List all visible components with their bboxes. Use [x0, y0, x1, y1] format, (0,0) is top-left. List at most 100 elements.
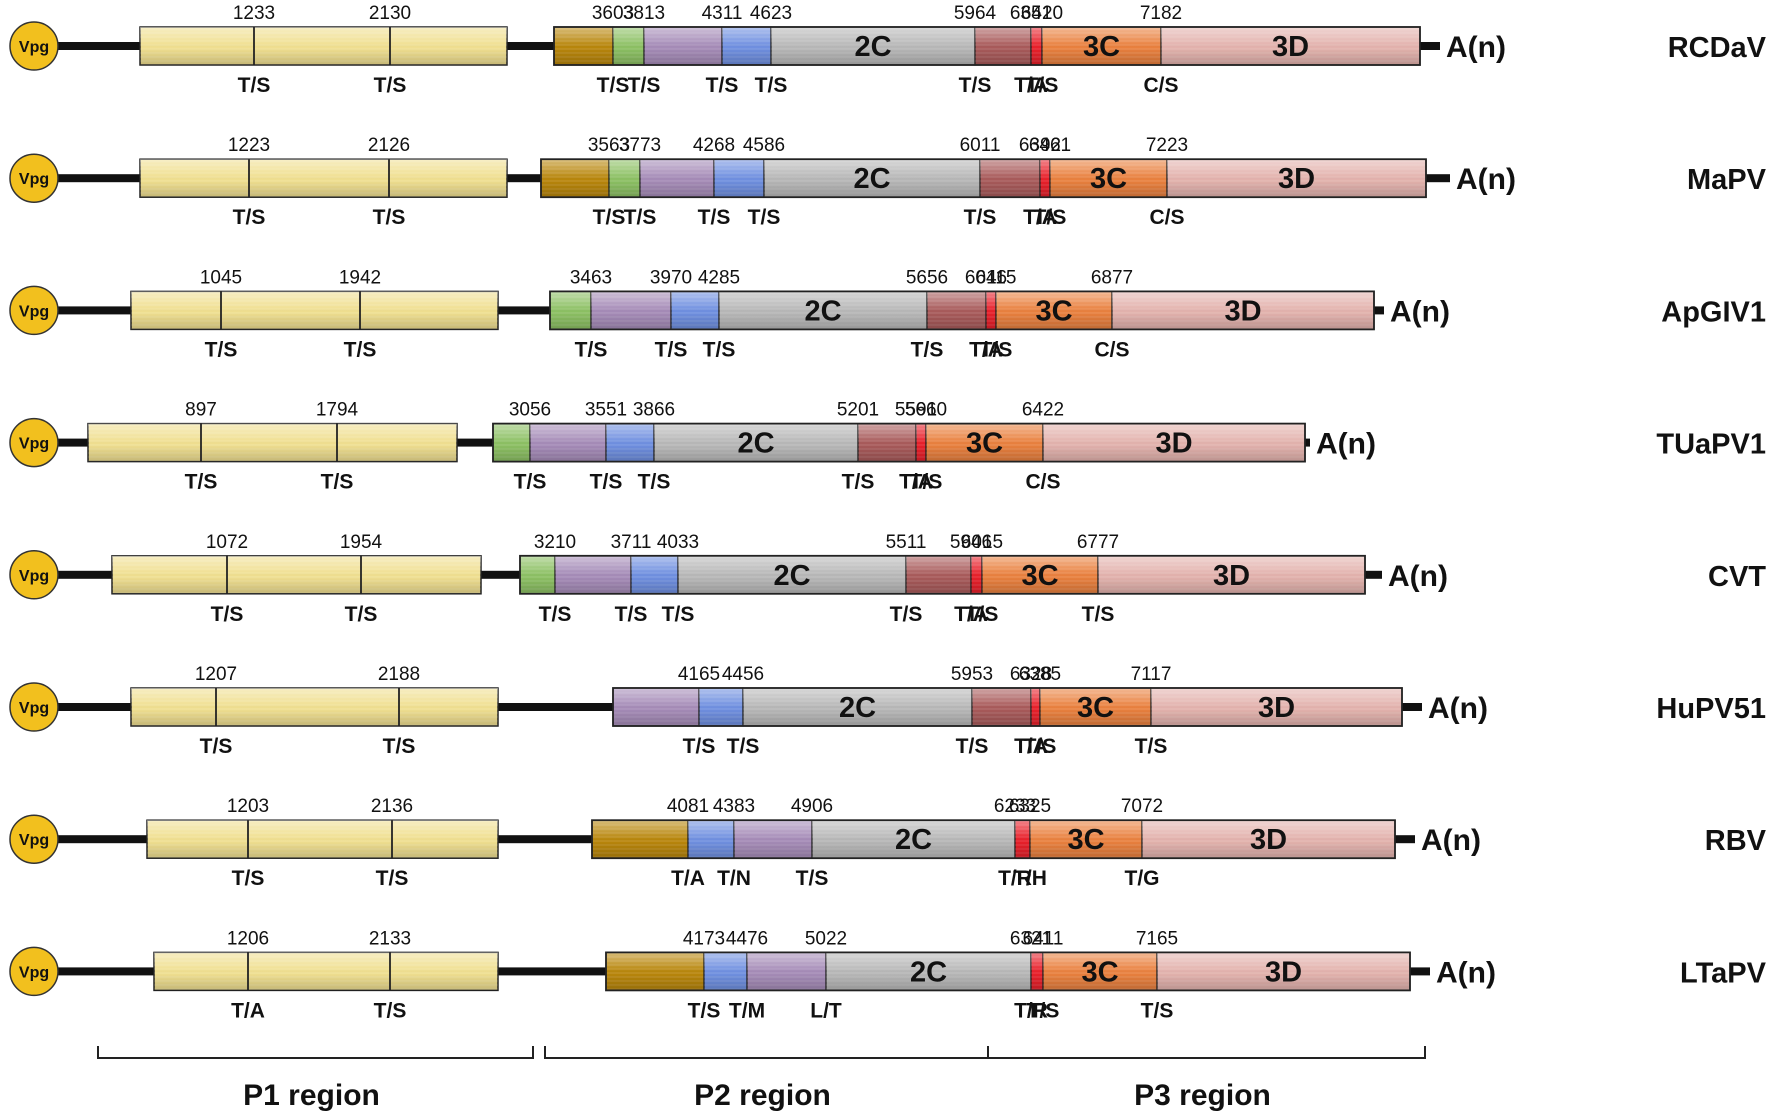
- nucleotide-position: 4081: [667, 796, 709, 817]
- segment-blue: [698, 687, 744, 727]
- segment-maroon: [979, 158, 1041, 198]
- segment-blue: [630, 555, 679, 595]
- cleavage-dipeptide: T/S: [755, 74, 788, 97]
- protein-label: 3D: [1258, 692, 1295, 724]
- segment-gray-2C: 2C: [677, 555, 907, 595]
- p2-p3-polyprotein: 2C 3C 3D: [492, 422, 1306, 463]
- vpg-protein: Vpg: [9, 814, 59, 864]
- segment-small-green: [519, 555, 556, 595]
- cleavage-dipeptide: T/S: [959, 74, 992, 97]
- nucleotide-position: 3773: [619, 135, 661, 156]
- protein-label: 3D: [1265, 956, 1302, 988]
- nucleotide-position: 6385: [1019, 664, 1061, 685]
- cleavage-dipeptide: T/N: [717, 867, 751, 890]
- segment-small-green: [549, 290, 592, 330]
- segment-blue: [721, 26, 772, 66]
- cleavage-dipeptide: T/S: [373, 206, 406, 229]
- segment-pink-3D: 3D: [1156, 951, 1411, 992]
- cleavage-dipeptide: T/S: [956, 735, 989, 758]
- cleavage-dipeptide: T/S: [727, 735, 760, 758]
- polya-tail-label: A(n): [1388, 560, 1448, 593]
- cleavage-dipeptide: T/S: [232, 867, 265, 890]
- cleavage-dipeptide: T/S: [964, 206, 997, 229]
- cleavage-dipeptide: T/A: [899, 471, 933, 494]
- cleavage-dipeptide: T/S: [383, 735, 416, 758]
- nucleotide-position: 4285: [698, 267, 740, 288]
- vpg-protein: Vpg: [9, 682, 59, 732]
- nucleotide-position: 7072: [1121, 796, 1163, 817]
- cleavage-dipeptide: T/S: [200, 735, 233, 758]
- polya-tail-label: A(n): [1446, 31, 1506, 64]
- vpg-protein: Vpg: [9, 21, 59, 71]
- protein-label: 3D: [1278, 163, 1315, 195]
- cleavage-dipeptide: C/S: [1149, 206, 1184, 229]
- vpg-label: Vpg: [19, 39, 49, 56]
- nucleotide-position: 6877: [1091, 267, 1133, 288]
- cleavage-dipeptide: T/S: [539, 603, 572, 626]
- cleavage-dipeptide: T/S: [344, 338, 377, 361]
- cleavage-dipeptide: T/S: [1027, 999, 1060, 1022]
- virus-name: LTaPV: [1680, 957, 1767, 989]
- segment-orange-3C: 3C: [981, 555, 1099, 595]
- nucleotide-position: 1794: [316, 400, 359, 421]
- segment-gray-2C: 2C: [718, 290, 928, 330]
- nucleotide-position: 1203: [227, 796, 269, 817]
- polya-tail-label: A(n): [1456, 163, 1516, 196]
- nucleotide-position: 1045: [200, 267, 242, 288]
- cleavage-dipeptide: T/S: [966, 603, 999, 626]
- cleavage-dipeptide: T/S: [514, 471, 547, 494]
- vpg-protein: Vpg: [9, 153, 59, 203]
- segment-orange-3C: 3C: [1041, 26, 1162, 66]
- nucleotide-position: 7182: [1140, 3, 1182, 24]
- protein-label: 3C: [1067, 824, 1104, 856]
- cleavage-dipeptide: T/S: [376, 867, 409, 890]
- nucleotide-position: 6115: [976, 267, 1017, 288]
- nucleotide-position: 5022: [805, 928, 847, 949]
- cleavage-dipeptide: T/A: [954, 603, 988, 626]
- nucleotide-position: 3551: [585, 400, 627, 421]
- cleavage-dipeptide: C/S: [1025, 471, 1060, 494]
- segment-gray-2C: 2C: [763, 158, 981, 198]
- cleavage-dipeptide: T/A: [1014, 735, 1048, 758]
- virus-name: HuPV51: [1656, 693, 1766, 725]
- segment-red-mark: [1014, 819, 1031, 859]
- cleavage-dipeptide: T/R: [1014, 999, 1048, 1022]
- segment-blue: [713, 158, 765, 198]
- segment-purple: [639, 158, 715, 198]
- segment-leader: [591, 819, 689, 859]
- nucleotide-position: 897: [185, 400, 217, 421]
- cleavage-dipeptide: T/S: [374, 74, 407, 97]
- nucleotide-position: 4033: [657, 532, 699, 553]
- cleavage-dipeptide: T/A: [671, 867, 705, 890]
- cleavage-dipeptide: T/S: [911, 338, 944, 361]
- vpg-protein: Vpg: [9, 285, 59, 336]
- segment-pink-3D: 3D: [1042, 423, 1306, 463]
- nucleotide-position: 3866: [633, 400, 675, 421]
- segment-purple: [529, 423, 607, 463]
- segment-purple: [590, 290, 672, 330]
- vpg-label: Vpg: [19, 964, 49, 981]
- cleavage-dipeptide: T/A: [231, 999, 265, 1022]
- cleavage-dipeptide: T/S: [980, 338, 1013, 361]
- cleavage-dipeptide: T/S: [703, 338, 736, 361]
- cleavage-dipeptide: T/S: [593, 206, 626, 229]
- nucleotide-position: 6321: [1010, 928, 1052, 949]
- cleavage-dipeptide: T/S: [890, 603, 923, 626]
- cleavage-dipeptide: T/S: [796, 867, 829, 890]
- region-bracket: P2 region: [544, 1046, 989, 1112]
- protein-label: 3D: [1155, 428, 1192, 460]
- vpg-protein: Vpg: [9, 550, 59, 600]
- cleavage-dipeptide: C/S: [1143, 74, 1178, 97]
- protein-label: 3C: [966, 428, 1003, 460]
- cleavage-dipeptide: T/S: [374, 999, 407, 1022]
- segment-gray-2C: 2C: [653, 423, 859, 463]
- cleavage-dipeptide: T/S: [1026, 74, 1059, 97]
- region-label: P1 region: [243, 1079, 380, 1112]
- nucleotide-position: 4586: [743, 135, 785, 156]
